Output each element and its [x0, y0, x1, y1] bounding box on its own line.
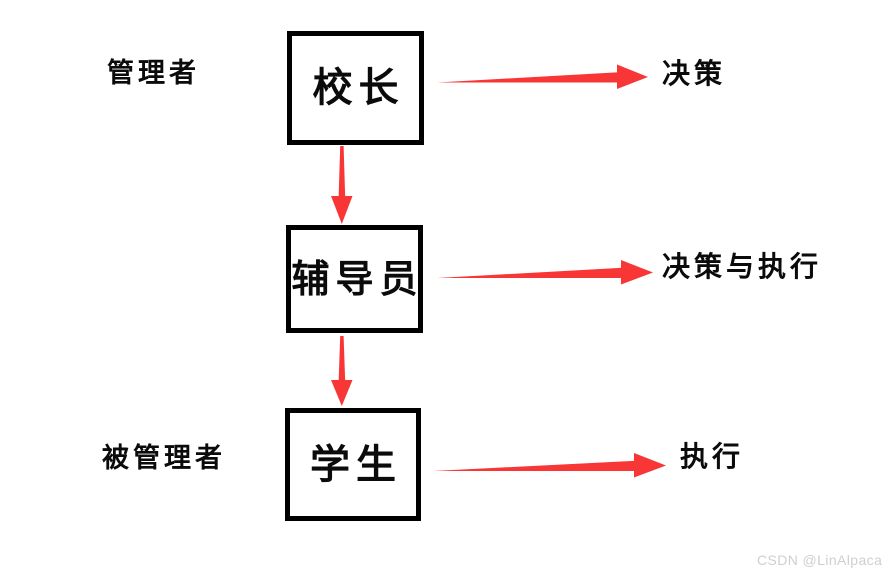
connector-principal-to-counselor: [331, 146, 353, 224]
flow-label-decision: 决策: [662, 57, 727, 90]
flow-arrow-decision: [437, 64, 648, 89]
role-label-managed: 被管理者: [102, 443, 226, 474]
node-box-student[interactable]: 学生: [285, 408, 421, 521]
flow-label-decision-and-execution: 决策与执行: [662, 250, 823, 283]
node-label-counselor: 辅导员: [291, 256, 424, 301]
node-box-principal[interactable]: 校长: [287, 31, 424, 145]
flow-label-execution: 执行: [680, 440, 745, 473]
node-label-student: 学生: [310, 440, 402, 488]
node-label-principal: 校长: [312, 64, 405, 111]
connector-counselor-to-student: [331, 336, 353, 406]
flow-arrow-decision-and-execution: [437, 260, 653, 285]
role-label-manager: 管理者: [107, 58, 200, 89]
watermark: CSDN @LinAlpaca: [757, 552, 883, 568]
flow-arrow-execution: [433, 453, 666, 478]
node-box-counselor[interactable]: 辅导员: [286, 225, 423, 333]
